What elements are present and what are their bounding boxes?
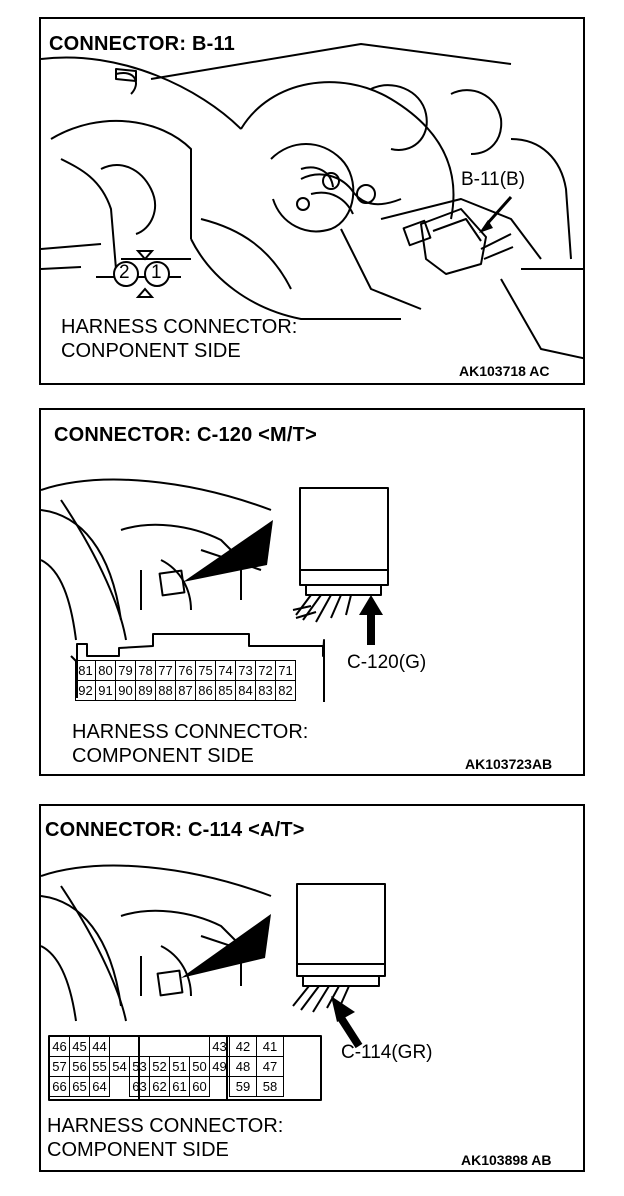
pin-cell: 58 bbox=[256, 1076, 284, 1097]
pin-cell: 57 bbox=[49, 1056, 70, 1077]
pin-cell: 53 bbox=[129, 1056, 150, 1077]
harness-connector-label: HARNESS CONNECTOR: CONPONENT SIDE bbox=[61, 315, 297, 363]
panel-title: CONNECTOR: B-11 bbox=[49, 33, 235, 55]
pin-cell: 55 bbox=[89, 1056, 110, 1077]
harness-label-line1: HARNESS CONNECTOR: bbox=[47, 1115, 284, 1137]
harness-label-line2: COMPONENT SIDE bbox=[72, 745, 254, 767]
pin-cell: 63 bbox=[129, 1076, 150, 1097]
pin-cell: 82 bbox=[275, 680, 296, 701]
pin-cell: 64 bbox=[89, 1076, 110, 1097]
pin-cell-empty bbox=[210, 1077, 230, 1097]
pin-cell-empty bbox=[170, 1037, 190, 1057]
pin-cell: 50 bbox=[189, 1056, 210, 1077]
figure-code: AK103718 AC bbox=[459, 363, 550, 379]
pin-cell: 56 bbox=[69, 1056, 90, 1077]
harness-label-line2: COMPONENT SIDE bbox=[47, 1139, 229, 1161]
pin-cell: 59 bbox=[229, 1076, 257, 1097]
pin-cell: 76 bbox=[175, 660, 196, 681]
pin-cell: 42 bbox=[229, 1036, 257, 1057]
connector-c114-panel: CONNECTOR: C-114 <A/T> C-114(GR) 46 45 4… bbox=[39, 804, 585, 1172]
pin-cell: 47 bbox=[256, 1056, 284, 1077]
pin-cell: 79 bbox=[115, 660, 136, 681]
pin-cell: 72 bbox=[255, 660, 276, 681]
pin-cell: 88 bbox=[155, 680, 176, 701]
pin-cell: 83 bbox=[255, 680, 276, 701]
pin-cell: 85 bbox=[215, 680, 236, 701]
dashboard-illustration bbox=[41, 478, 389, 702]
pin-cell: 60 bbox=[189, 1076, 210, 1097]
connector-b11-panel: CONNECTOR: B-11 B-11(B) 2 1 HARNESS CONN… bbox=[39, 17, 585, 385]
pin-layout-table: 46 45 44 43 42 41 57 56 55 54 53 52 51 5… bbox=[49, 1036, 284, 1097]
pin-cell-empty bbox=[110, 1077, 130, 1097]
pin-cell: 48 bbox=[229, 1056, 257, 1077]
pin-number-2: 2 bbox=[119, 262, 130, 283]
figure-code: AK103723AB bbox=[465, 756, 553, 772]
connector-callout-label: B-11(B) bbox=[461, 169, 526, 190]
harness-label-line1: HARNESS CONNECTOR: bbox=[72, 721, 309, 743]
pin-cell-empty bbox=[110, 1037, 130, 1057]
pin-cell: 61 bbox=[169, 1076, 190, 1097]
pin-cell-empty bbox=[150, 1037, 170, 1057]
pin-cell: 92 bbox=[75, 680, 96, 701]
pin-cell: 74 bbox=[215, 660, 236, 681]
pin-row: 66 65 64 63 62 61 60 59 58 bbox=[49, 1076, 284, 1097]
harness-connector-label: HARNESS CONNECTOR: COMPONENT SIDE bbox=[47, 1114, 283, 1162]
connector-callout-label: C-120(G) bbox=[347, 652, 427, 673]
pin-cell: 43 bbox=[209, 1036, 230, 1057]
pin-cell: 78 bbox=[135, 660, 156, 681]
pin-number-1: 1 bbox=[151, 262, 162, 283]
pin-cell: 49 bbox=[209, 1056, 230, 1077]
pin-row: 46 45 44 43 42 41 bbox=[49, 1036, 284, 1057]
connector-c120-panel: CONNECTOR: C-120 <M/T> C-120(G) 81 80 79… bbox=[39, 408, 585, 776]
pin-cell: 41 bbox=[256, 1036, 284, 1057]
pin-cell: 44 bbox=[89, 1036, 110, 1057]
pin-cell: 89 bbox=[135, 680, 156, 701]
pin-cell: 46 bbox=[49, 1036, 70, 1057]
pin-layout-table: 81 80 79 78 77 76 75 74 73 72 71 92 91 9… bbox=[75, 660, 296, 701]
pin-cell: 77 bbox=[155, 660, 176, 681]
pin-row: 57 56 55 54 53 52 51 50 49 48 47 bbox=[49, 1056, 284, 1077]
harness-connector-label: HARNESS CONNECTOR: COMPONENT SIDE bbox=[72, 720, 308, 768]
pin-cell: 86 bbox=[195, 680, 216, 701]
panel-title: CONNECTOR: C-120 <M/T> bbox=[54, 424, 317, 446]
pin-cell: 65 bbox=[69, 1076, 90, 1097]
harness-label-line1: HARNESS CONNECTOR: bbox=[61, 316, 298, 338]
pin-cell: 45 bbox=[69, 1036, 90, 1057]
pin-cell: 87 bbox=[175, 680, 196, 701]
pin-cell: 73 bbox=[235, 660, 256, 681]
pin-cell: 62 bbox=[149, 1076, 170, 1097]
pin-cell: 80 bbox=[95, 660, 116, 681]
pin-row: 92 91 90 89 88 87 86 85 84 83 82 bbox=[75, 680, 296, 701]
pin-row: 81 80 79 78 77 76 75 74 73 72 71 bbox=[75, 660, 296, 681]
pin-cell: 81 bbox=[75, 660, 96, 681]
figure-code: AK103898 AB bbox=[461, 1152, 552, 1168]
pin-cell: 84 bbox=[235, 680, 256, 701]
pin-cell: 75 bbox=[195, 660, 216, 681]
engine-bay-illustration bbox=[41, 43, 583, 360]
pin-cell: 71 bbox=[275, 660, 296, 681]
pin-cell: 90 bbox=[115, 680, 136, 701]
pin-cell: 52 bbox=[149, 1056, 170, 1077]
panel-title: CONNECTOR: C-114 <A/T> bbox=[45, 819, 305, 841]
pin-cell: 66 bbox=[49, 1076, 70, 1097]
pin-cell: 91 bbox=[95, 680, 116, 701]
pin-cell: 51 bbox=[169, 1056, 190, 1077]
harness-label-line2: CONPONENT SIDE bbox=[61, 340, 241, 362]
connector-callout-label: C-114(GR) bbox=[341, 1042, 433, 1063]
pin-cell: 54 bbox=[109, 1056, 130, 1077]
pin-cell-empty bbox=[130, 1037, 150, 1057]
pin-cell-empty bbox=[190, 1037, 210, 1057]
